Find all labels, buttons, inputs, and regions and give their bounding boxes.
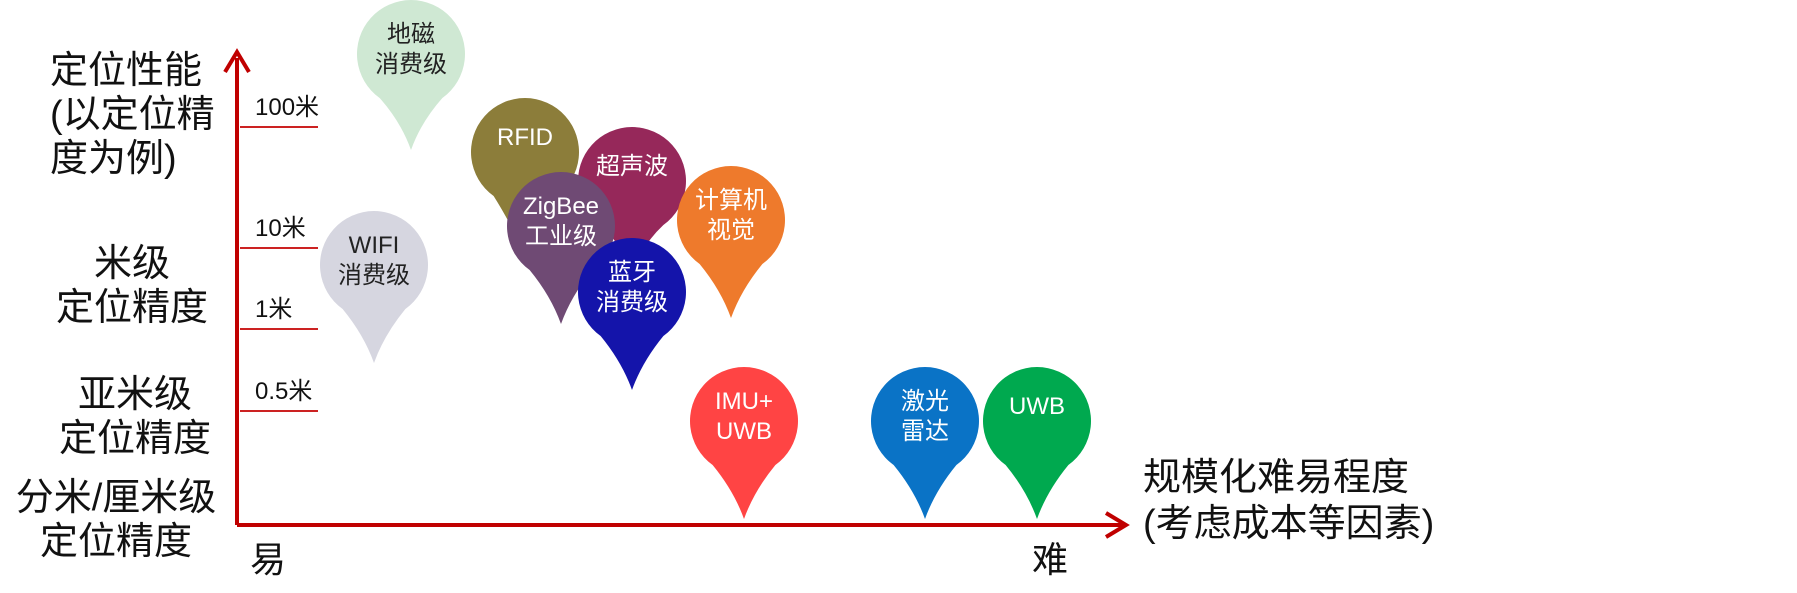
pin-marker-shape <box>471 98 579 259</box>
pin-label-line: IMU+ <box>714 388 773 415</box>
tick-line-100m <box>240 126 318 128</box>
pin-label-line: ZigBee <box>522 193 600 220</box>
pin-vision: 计算机视觉 <box>677 166 785 318</box>
pin-zigbee: ZigBee 工业级 <box>507 172 615 324</box>
pin-label-line: 雷达 <box>901 418 949 445</box>
level-cm-line: 定位精度 <box>39 521 192 563</box>
pin-fill <box>983 367 1091 519</box>
level-submeter-line: 亚米级 <box>77 374 192 416</box>
tick-label-05m: 0.5米 <box>255 378 313 405</box>
pin-label-line: WIFI <box>348 232 400 259</box>
pin-marker-shape <box>578 238 686 390</box>
pin-label-line: 地磁 <box>387 21 435 48</box>
x-axis-easy-label: 易 <box>250 539 287 580</box>
level-submeter-line: 定位精度 <box>58 418 211 460</box>
pin-lidar: 激光雷达 <box>871 367 979 519</box>
pin-uwb: UWB <box>983 367 1091 519</box>
pin-fill <box>357 0 465 150</box>
pin-bluetooth: 蓝牙消费级 <box>578 238 686 390</box>
pin-fill <box>690 367 798 519</box>
pin-geomagnetic: 地磁消费级 <box>357 0 465 150</box>
pin-rfid: RFID <box>471 98 579 259</box>
pin-label-line: RFID <box>497 124 553 151</box>
pin-label-line: 消费级 <box>596 289 668 316</box>
tick-line-05m <box>240 410 318 412</box>
pin-label-line: 激光 <box>901 388 949 415</box>
pin-marker-shape <box>578 127 686 274</box>
tick-label-100m: 100米 <box>255 94 320 121</box>
tick-label-1m: 1米 <box>255 296 293 323</box>
pin-label-line: UWB <box>1009 393 1065 420</box>
x-axis-arrow <box>1104 511 1130 539</box>
tick-line-10m <box>240 247 318 249</box>
pin-marker-shape <box>320 211 428 363</box>
pin-fill <box>320 211 428 363</box>
x-axis-title: 规模化难易程度 (考虑成本等因素) <box>1143 455 1434 547</box>
pin-marker-shape <box>983 367 1091 519</box>
pin-label-line: 蓝牙 <box>608 259 656 286</box>
pin-label-line: UWB <box>716 418 772 445</box>
level-meter-line: 米级 <box>93 243 170 285</box>
tick-line-1m <box>240 328 318 330</box>
pin-label-line: 消费级 <box>375 51 447 78</box>
pin-label-line: 视觉 <box>707 217 755 244</box>
y-axis-title: 定位性能 (以定位精 度为例) <box>50 49 215 181</box>
y-axis-title-line: (以定位精 <box>50 94 215 136</box>
pin-wifi: WIFI 消费级 <box>320 211 428 363</box>
pin-marker-shape <box>507 172 615 324</box>
pin-label-line: 消费级 <box>338 262 410 289</box>
level-cm-label: 分米/厘米级 定位精度 <box>14 476 218 564</box>
pin-ultrasonic: 超声波 <box>578 127 686 274</box>
level-submeter-label: 亚米级 定位精度 <box>42 373 228 461</box>
pin-label-line: 超声波 <box>596 153 668 180</box>
x-axis-hard-label: 难 <box>1032 539 1069 580</box>
pin-marker-shape <box>871 367 979 519</box>
pin-fill <box>578 127 686 274</box>
x-axis-title-line: 规模化难易程度 <box>1143 457 1410 499</box>
pin-fill <box>578 238 686 390</box>
pin-label-line: 计算机 <box>695 187 767 214</box>
pin-label-line: 工业级 <box>525 223 597 250</box>
pin-fill <box>871 367 979 519</box>
y-axis-title-line: 定位性能 <box>50 50 203 92</box>
y-axis-title-line: 度为例) <box>50 138 177 180</box>
y-axis-arrow <box>223 48 251 74</box>
level-cm-line: 分米/厘米级 <box>15 477 217 519</box>
level-meter-label: 米级 定位精度 <box>42 242 222 330</box>
pin-fill <box>677 166 785 318</box>
pin-marker-shape <box>357 0 465 150</box>
level-meter-line: 定位精度 <box>55 287 208 329</box>
pin-fill <box>471 98 579 259</box>
tick-label-10m: 10米 <box>255 215 306 242</box>
pin-imu-uwb: IMU+ UWB <box>690 367 798 519</box>
pin-marker-shape <box>690 367 798 519</box>
x-axis-title-line: (考虑成本等因素) <box>1143 503 1435 545</box>
pin-fill <box>507 172 615 324</box>
pin-marker-shape <box>677 166 785 318</box>
